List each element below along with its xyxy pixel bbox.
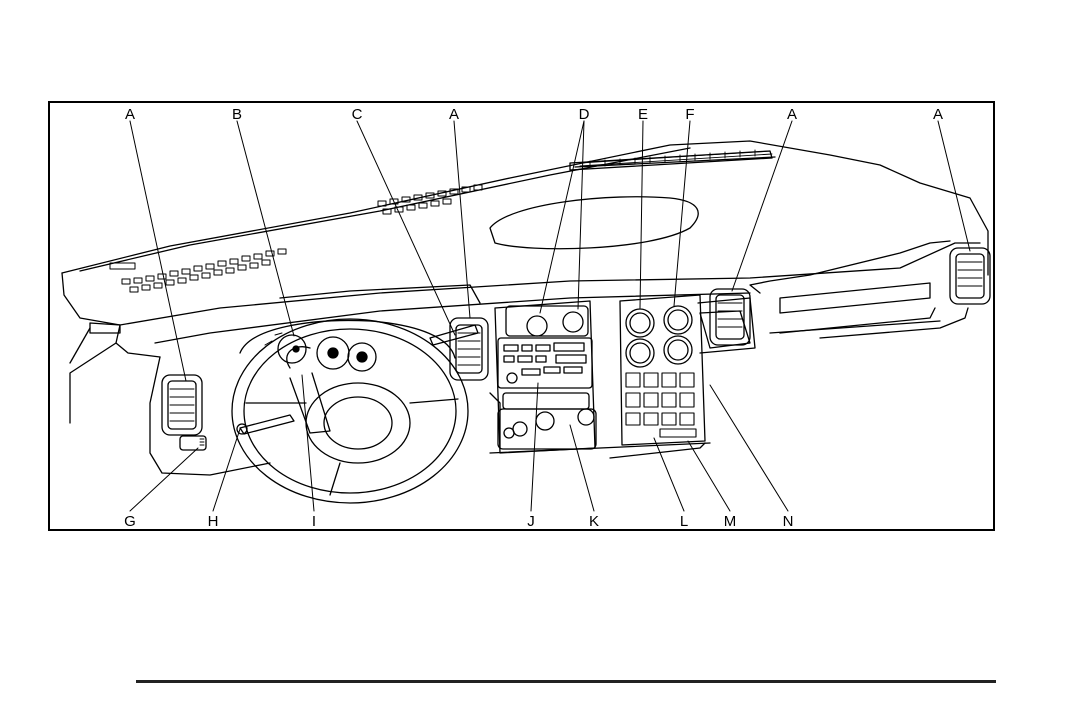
air-vent-right (950, 248, 990, 304)
callout-label: G (124, 513, 136, 529)
callout-labels-top: A B C A D E F A A (125, 106, 943, 123)
air-vent-center-right (710, 289, 750, 345)
callout-label: B (232, 106, 242, 123)
callout-label: M (724, 513, 737, 529)
dashboard-drawing: A B C A D E F A A G H I J K L M N (50, 103, 993, 529)
wiper-stalk (430, 325, 478, 345)
leader-lines (130, 121, 970, 511)
air-vent-left (162, 375, 206, 450)
callout-label: E (638, 106, 648, 123)
callout-label: A (787, 106, 797, 123)
steering-wheel (232, 319, 468, 503)
callout-label: K (589, 513, 599, 529)
callout-label: I (312, 513, 316, 529)
callout-label: A (933, 106, 943, 123)
callout-label: A (125, 106, 135, 123)
callout-label: H (208, 513, 219, 529)
callout-label: D (579, 106, 590, 123)
center-stack (495, 301, 596, 453)
callout-label: L (680, 513, 688, 529)
instrument-cluster (240, 320, 455, 371)
defroster-grille-center (378, 185, 482, 214)
callout-label: N (783, 513, 794, 529)
page-divider (136, 680, 996, 683)
callout-label: J (527, 513, 535, 529)
callout-label: C (352, 106, 363, 123)
switch-panel (626, 373, 696, 437)
defroster-grille-left (110, 249, 286, 292)
callout-labels-bottom: G H I J K L M N (124, 513, 793, 529)
callout-label: F (685, 106, 694, 123)
instrument-panel-illustration: A B C A D E F A A G H I J K L M N (48, 101, 995, 531)
callout-label: A (449, 106, 459, 123)
center-opening (490, 151, 775, 249)
